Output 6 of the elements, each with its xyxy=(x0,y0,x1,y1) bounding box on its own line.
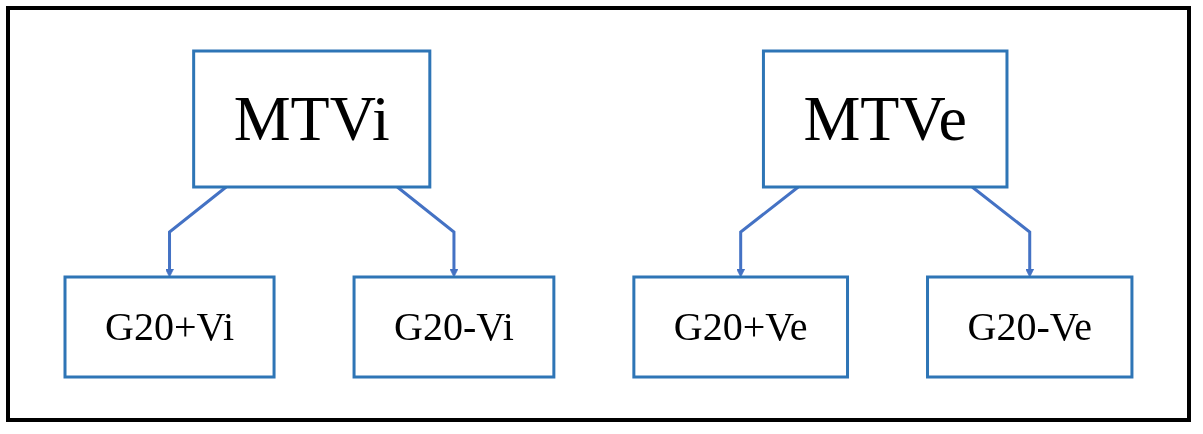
node-box: MTVi xyxy=(192,49,432,189)
node-box: G20-Ve xyxy=(926,275,1134,379)
node-box: G20+Vi xyxy=(63,275,276,379)
node-box: G20+Ve xyxy=(632,275,850,379)
node-box: MTVe xyxy=(761,49,1009,189)
node-box: G20-Vi xyxy=(352,275,556,379)
